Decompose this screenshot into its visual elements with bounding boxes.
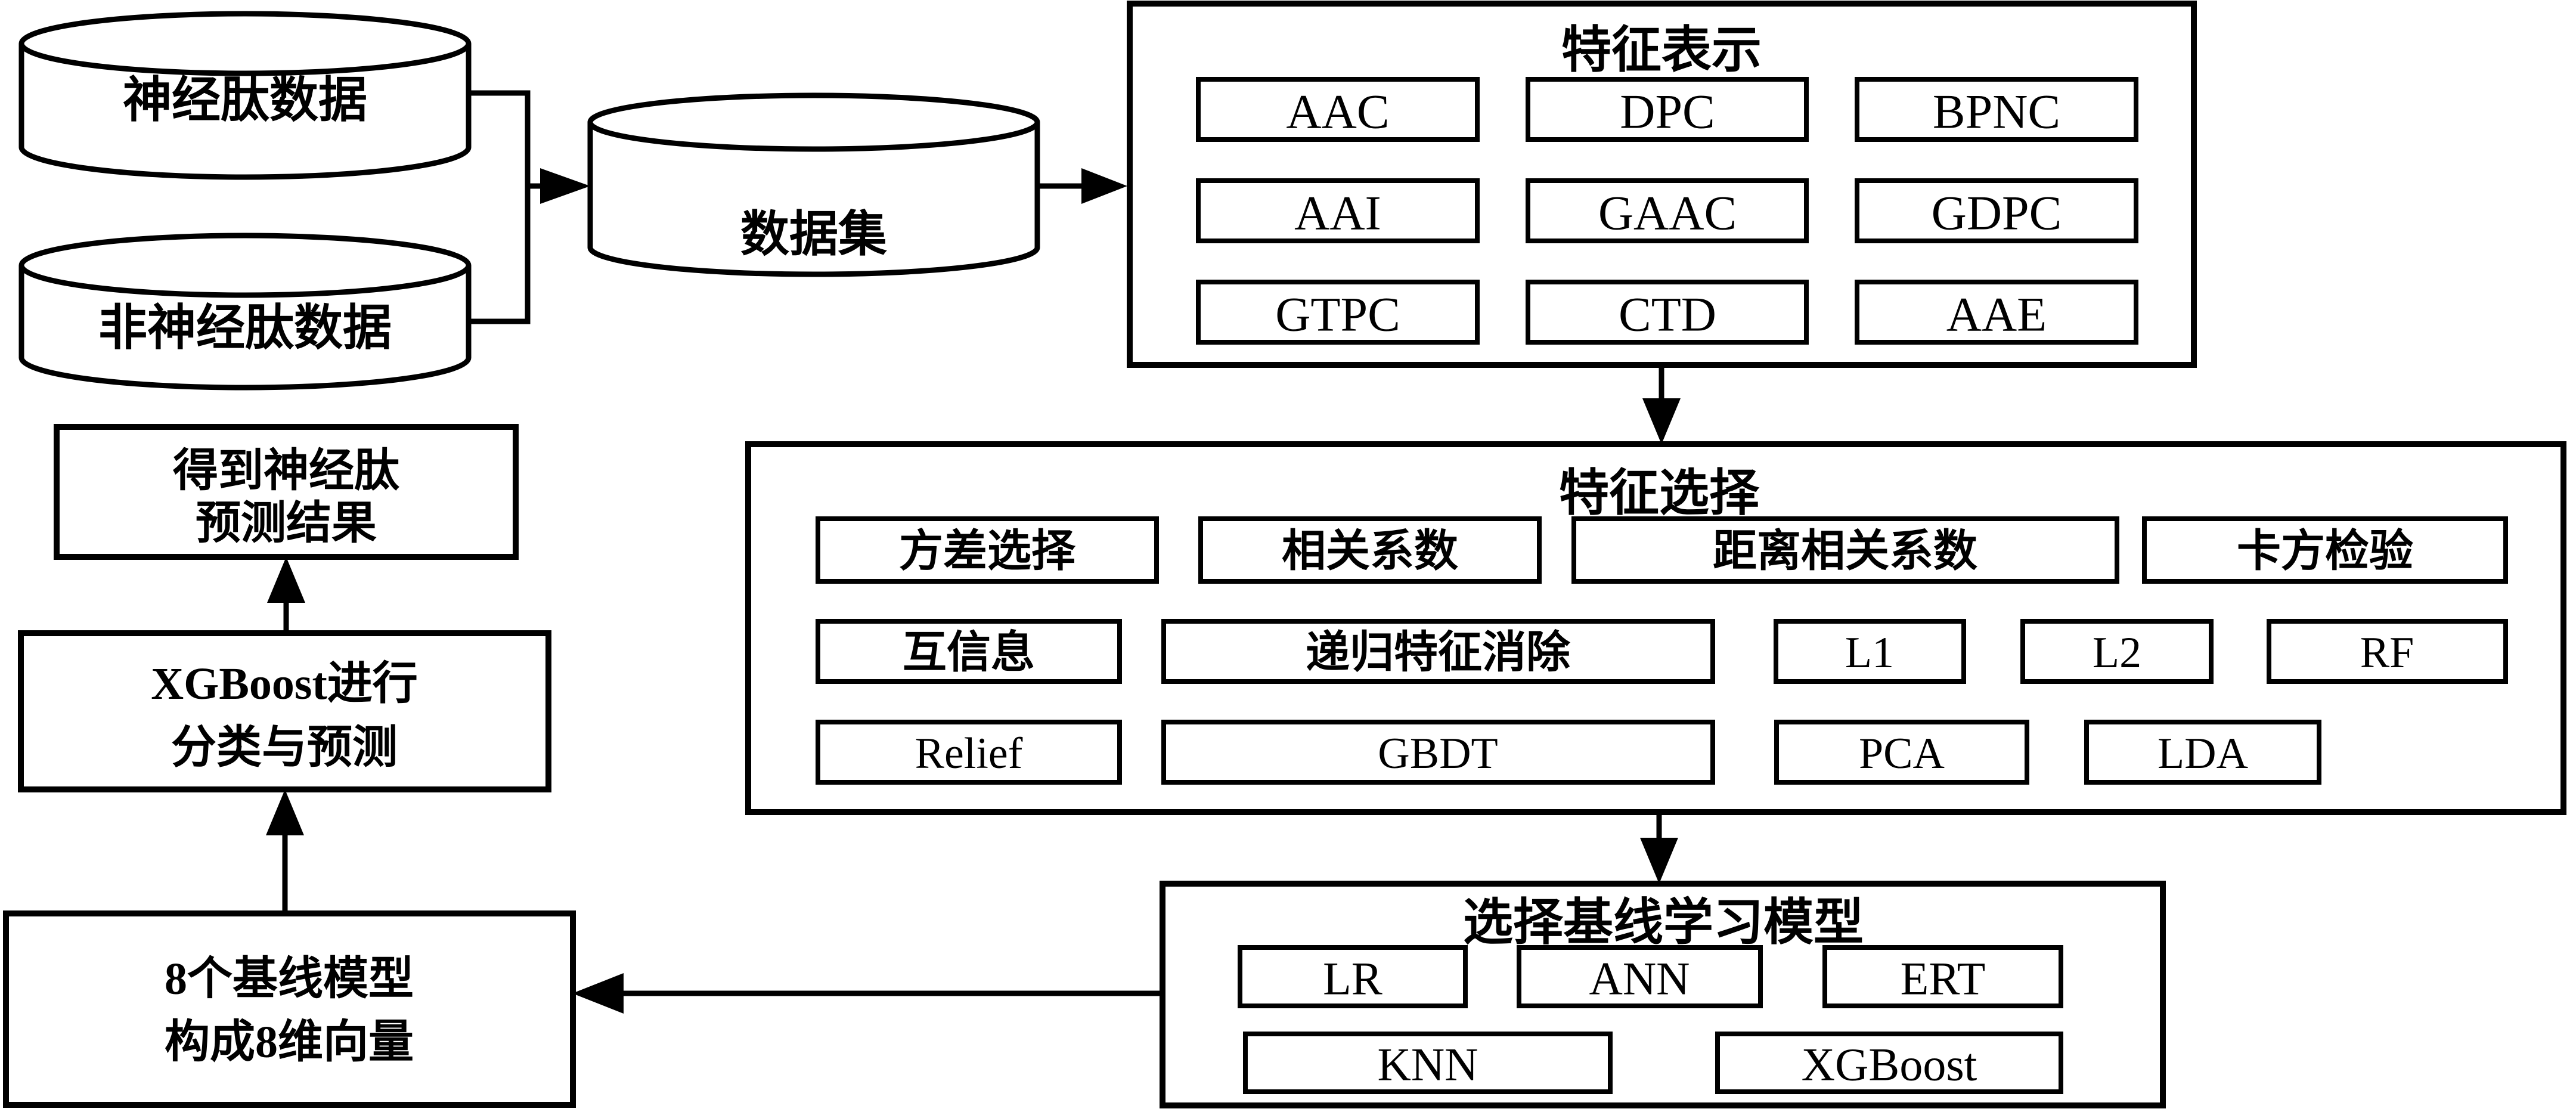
arrow-right-icon: [540, 168, 590, 204]
feature-item-gaac: GAAC: [1526, 178, 1809, 243]
feature-item-ctd: CTD: [1526, 280, 1809, 345]
result-line1: 得到神经肽: [173, 446, 400, 496]
svg-text:L1: L1: [1845, 628, 1894, 677]
ensemble-line1: 8个基线模型: [165, 954, 414, 1004]
baseline-models-title: 选择基线学习模型: [1463, 896, 1864, 951]
svg-text:ERT: ERT: [1901, 953, 1986, 1005]
svg-text:KNN: KNN: [1378, 1039, 1478, 1091]
ensemble-line2: 构成8维向量: [165, 1017, 414, 1067]
feature-selection-title: 特征选择: [1559, 466, 1760, 522]
prediction-line1: XGBoost进行: [151, 659, 418, 709]
svg-text:Relief: Relief: [915, 729, 1023, 778]
non-neuropeptide-db-label: 非神经肽数据: [98, 301, 392, 355]
baseline-models-panel: 选择基线学习模型 LR ANN ERT KNN XGBoost: [1160, 881, 2166, 1108]
selection-item-chi-square: 卡方检验: [2142, 516, 2508, 584]
arrow-down-icon: [1640, 838, 1678, 884]
svg-text:GAAC: GAAC: [1598, 186, 1737, 240]
feature-item-aae: AAE: [1855, 280, 2138, 345]
arrow-up-icon: [267, 557, 305, 603]
svg-text:PCA: PCA: [1859, 729, 1945, 778]
selection-item-l1: L1: [1774, 619, 1966, 684]
dataset-label: 数据集: [740, 207, 887, 262]
selection-item-correlation: 相关系数: [1198, 516, 1542, 584]
svg-text:卡方检验: 卡方检验: [2237, 527, 2413, 576]
svg-text:ANN: ANN: [1589, 953, 1690, 1005]
svg-text:RF: RF: [2360, 628, 2414, 677]
svg-text:DPC: DPC: [1620, 85, 1715, 139]
svg-text:互信息: 互信息: [903, 628, 1035, 677]
feature-item-aac: AAC: [1196, 77, 1480, 142]
model-item-knn: KNN: [1243, 1032, 1613, 1094]
merge-connector: [467, 90, 590, 324]
xgboost-prediction-box: XGBoost进行 分类与预测: [18, 630, 551, 792]
svg-text:CTD: CTD: [1619, 287, 1716, 342]
model-item-xgboost: XGBoost: [1715, 1032, 2063, 1094]
model-item-lr: LR: [1238, 945, 1468, 1008]
svg-text:AAE: AAE: [1946, 287, 2047, 342]
feature-item-gtpc: GTPC: [1196, 280, 1480, 345]
selection-item-pca: PCA: [1774, 720, 2029, 785]
selection-item-relief: Relief: [816, 720, 1122, 785]
prediction-line2: 分类与预测: [171, 723, 398, 773]
selection-item-l2: L2: [2020, 619, 2214, 684]
selection-item-mutual-information: 互信息: [816, 619, 1122, 684]
model-item-ann: ANN: [1517, 945, 1763, 1008]
result-box: 得到神经肽 预测结果: [54, 424, 519, 560]
non-neuropeptide-db-cylinder: 非神经肽数据: [18, 233, 472, 391]
arrow-dataset-to-feature-representation: [1037, 168, 1127, 204]
svg-text:GBDT: GBDT: [1378, 729, 1498, 778]
arrow-left-icon: [572, 973, 624, 1014]
arrow-representation-to-selection: [1642, 365, 1681, 444]
svg-text:LDA: LDA: [2157, 729, 2248, 778]
result-line2: 预测结果: [196, 498, 377, 549]
feature-item-dpc: DPC: [1526, 77, 1809, 142]
feature-item-aai: AAI: [1196, 178, 1480, 243]
feature-item-gdpc: GDPC: [1855, 178, 2138, 243]
neuropeptide-db-cylinder: 神经肽数据: [18, 11, 472, 180]
svg-text:L2: L2: [2093, 628, 2141, 677]
svg-text:递归特征消除: 递归特征消除: [1306, 628, 1571, 677]
feature-representation-panel: 特征表示 AAC DPC BPNC AAI GAAC GDPC GTPC: [1127, 1, 2197, 368]
selection-item-lda: LDA: [2084, 720, 2321, 785]
selection-item-rfe: 递归特征消除: [1161, 619, 1715, 684]
svg-text:AAC: AAC: [1286, 85, 1389, 139]
svg-text:GTPC: GTPC: [1275, 287, 1400, 342]
arrow-ensemble-to-prediction: [266, 789, 304, 913]
feature-representation-title: 特征表示: [1561, 23, 1762, 79]
svg-text:LR: LR: [1323, 953, 1382, 1005]
selection-item-gbdt: GBDT: [1161, 720, 1715, 785]
model-item-ert: ERT: [1822, 945, 2063, 1008]
svg-text:GDPC: GDPC: [1932, 186, 2062, 240]
arrow-right-icon: [1081, 168, 1127, 204]
svg-text:AAI: AAI: [1294, 186, 1381, 240]
dataset-cylinder: 数据集: [587, 92, 1040, 277]
svg-text:BPNC: BPNC: [1933, 85, 2060, 139]
arrow-selection-to-baseline: [1640, 812, 1678, 884]
feature-selection-panel: 特征选择 方差选择 相关系数 距离相关系数 卡方检验 互信息 递归特征消除 L1: [745, 441, 2566, 815]
feature-item-bpnc: BPNC: [1855, 77, 2138, 142]
ensemble-vector-box: 8个基线模型 构成8维向量: [3, 910, 576, 1108]
svg-text:相关系数: 相关系数: [1282, 527, 1458, 576]
svg-text:XGBoost: XGBoost: [1802, 1039, 1977, 1091]
arrow-up-icon: [266, 789, 304, 835]
svg-text:距离相关系数: 距离相关系数: [1713, 527, 1977, 576]
selection-item-variance: 方差选择: [816, 516, 1159, 584]
svg-text:方差选择: 方差选择: [899, 527, 1076, 576]
arrow-prediction-to-result: [267, 557, 305, 633]
arrow-down-icon: [1642, 398, 1681, 444]
neuropeptide-db-label: 神经肽数据: [123, 73, 367, 128]
selection-item-rf: RF: [2267, 619, 2508, 684]
arrow-baseline-to-ensemble: [572, 973, 1163, 1014]
selection-item-distance-correlation: 距离相关系数: [1571, 516, 2119, 584]
